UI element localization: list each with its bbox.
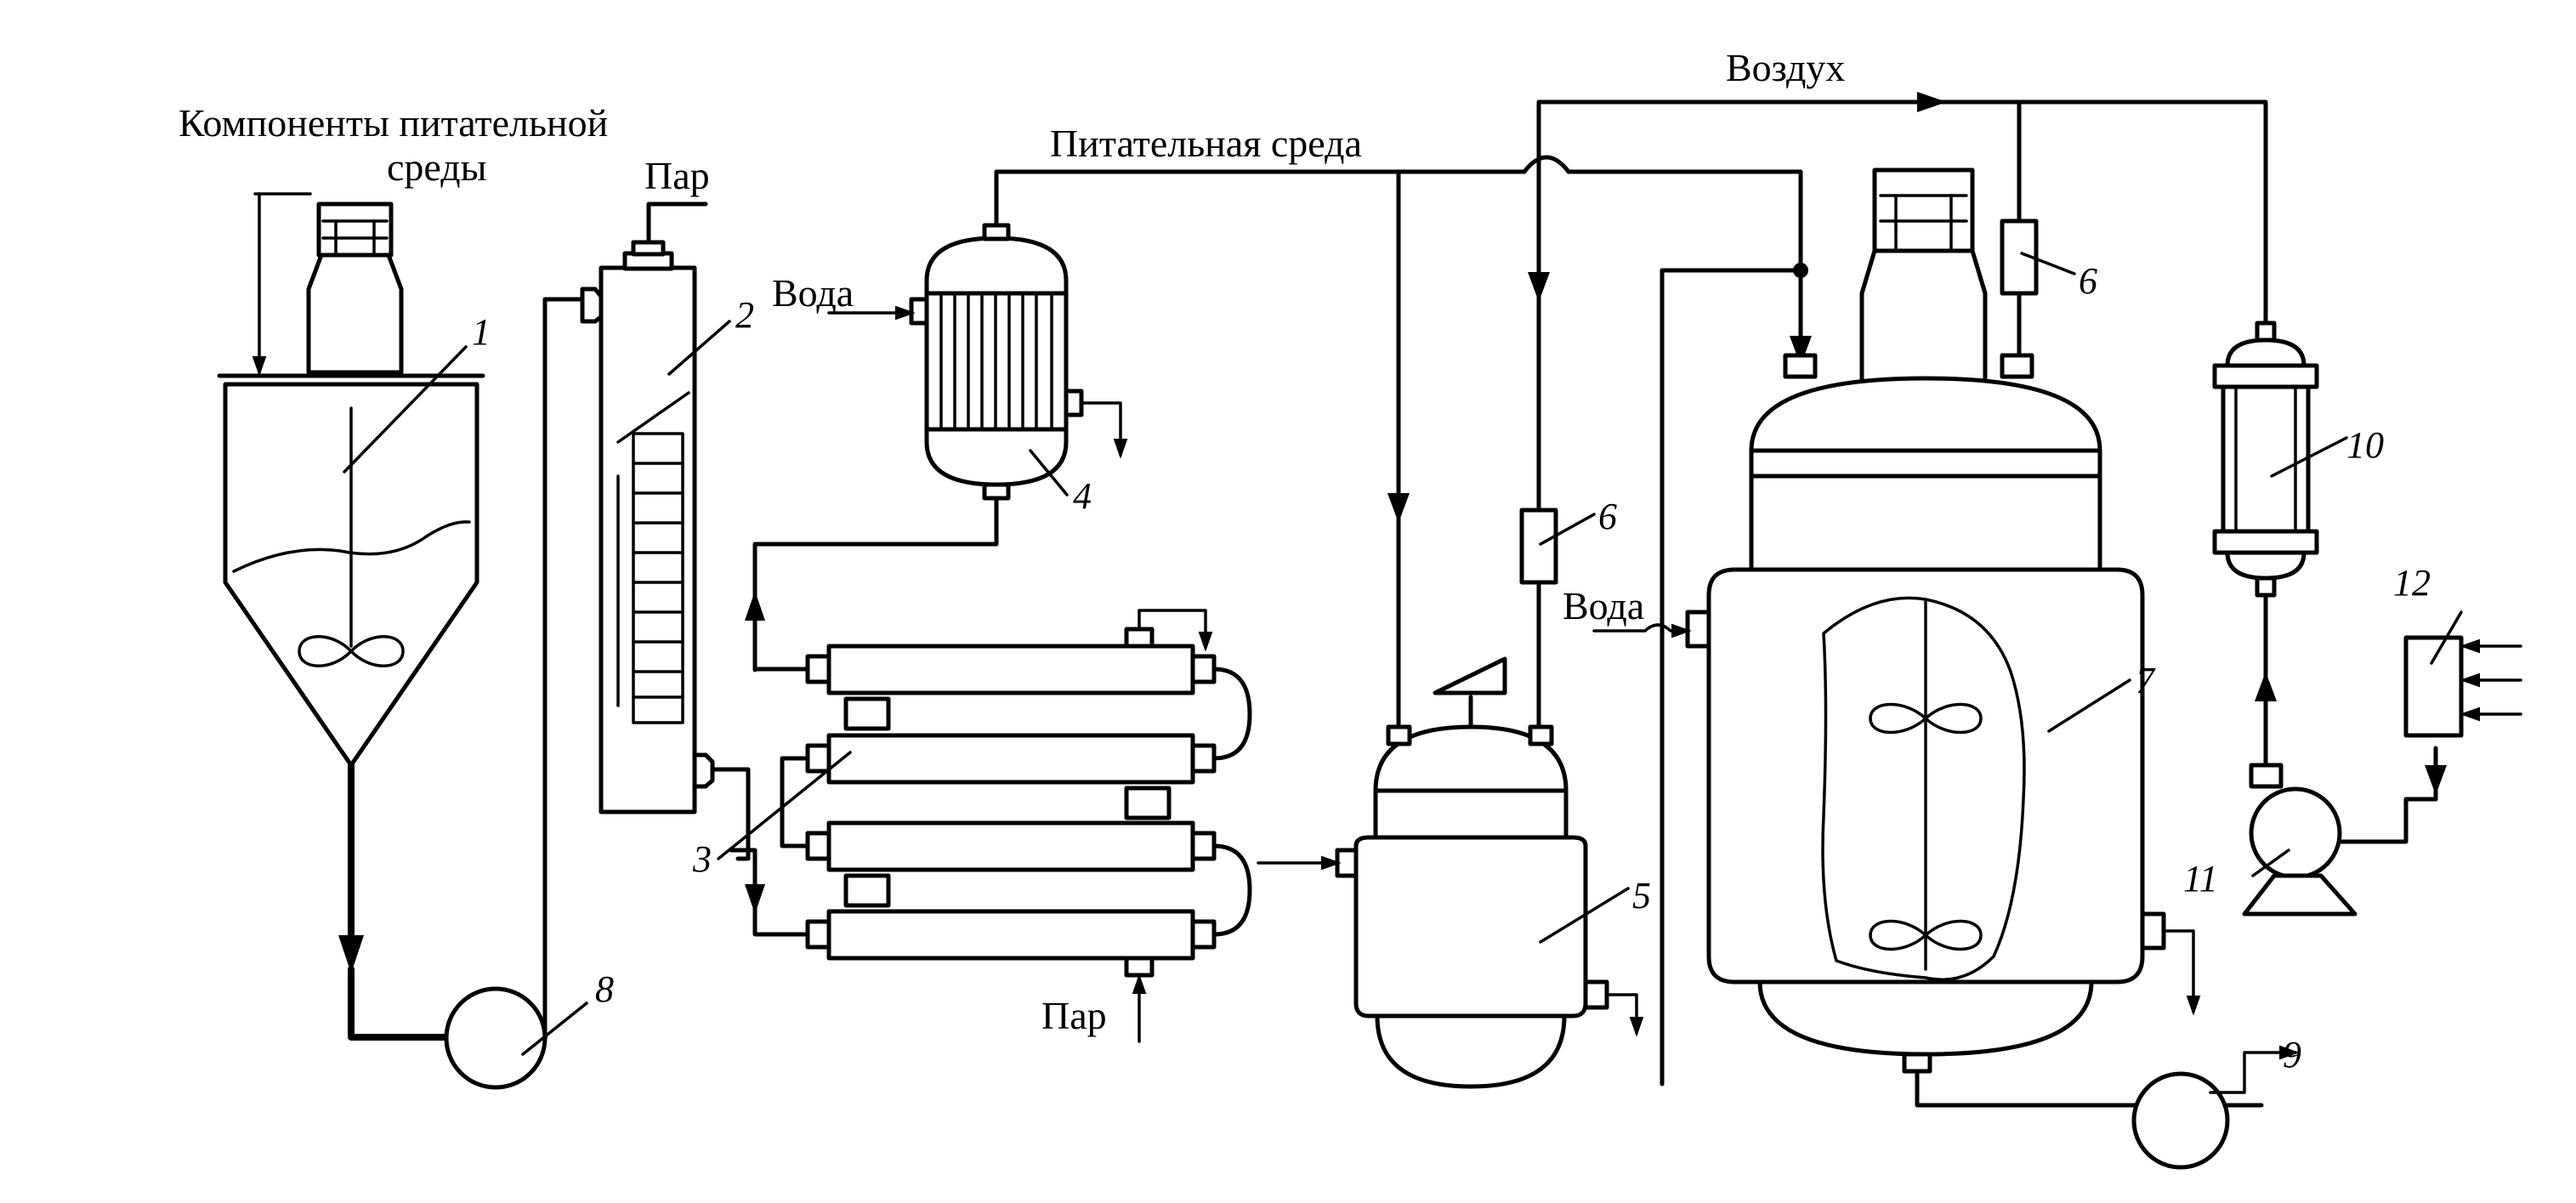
filter-6a — [1519, 508, 1596, 585]
vessel-5 — [1257, 656, 1644, 1089]
label-nutrient-medium: Питательная среда — [1050, 122, 1362, 165]
number-12: 12 — [2393, 562, 2431, 604]
label-air: Воздух — [1726, 46, 1845, 89]
fermenter-7 — [1592, 167, 2201, 1074]
pipe-left-fermenter — [1660, 268, 1803, 1087]
label-water-vessel: Вода — [1563, 584, 1644, 627]
mixer-motor-top — [316, 201, 394, 258]
pump-8 — [444, 287, 604, 1090]
heat-exchangers-3 — [717, 609, 1252, 1043]
heater-column-2 — [599, 201, 751, 861]
label-feed-components-line2: среды — [387, 145, 487, 189]
leader-1 — [343, 345, 468, 474]
number-10: 10 — [2346, 424, 2384, 466]
label-water-cooler: Вода — [772, 271, 854, 315]
number-1: 1 — [472, 311, 491, 353]
number-9: 9 — [2283, 1034, 2301, 1075]
number-7: 7 — [2136, 660, 2156, 701]
number-5: 5 — [1632, 875, 1651, 916]
leader-11 — [2251, 848, 2290, 877]
number-4: 4 — [1073, 475, 1092, 517]
tank-body — [223, 382, 479, 768]
air-line — [1536, 99, 2268, 729]
cooler-4 — [827, 223, 1128, 501]
leader-6b — [2020, 252, 2076, 275]
leader-6a — [1539, 513, 1596, 546]
intake-filter-12 — [2403, 610, 2522, 795]
number-2: 2 — [735, 294, 754, 336]
label-steam-bottom: Пар — [1041, 994, 1107, 1037]
leader-4 — [1029, 449, 1069, 497]
number-6a: 6 — [1598, 496, 1617, 537]
air-filter-10 — [2212, 321, 2348, 598]
label-feed-components-line1: Компоненты питательной — [179, 101, 608, 145]
leader-2 — [667, 320, 731, 376]
label-steam-top: Пар — [644, 154, 710, 197]
leader-12 — [2430, 610, 2463, 665]
compressor-11 — [2242, 746, 2438, 916]
number-6b: 6 — [2079, 260, 2097, 302]
leader-7 — [2047, 678, 2131, 733]
leader-3 — [717, 751, 852, 860]
filter-6b — [2000, 218, 2076, 296]
leader-5 — [1539, 887, 1630, 944]
number-3: 3 — [692, 838, 712, 880]
mixer-motor-housing — [306, 253, 404, 375]
leader-10 — [2270, 436, 2348, 478]
pump-9 — [2131, 1045, 2300, 1170]
number-11: 11 — [2183, 858, 2218, 899]
mixing-tank-1 — [217, 192, 485, 768]
number-8: 8 — [595, 968, 614, 1010]
